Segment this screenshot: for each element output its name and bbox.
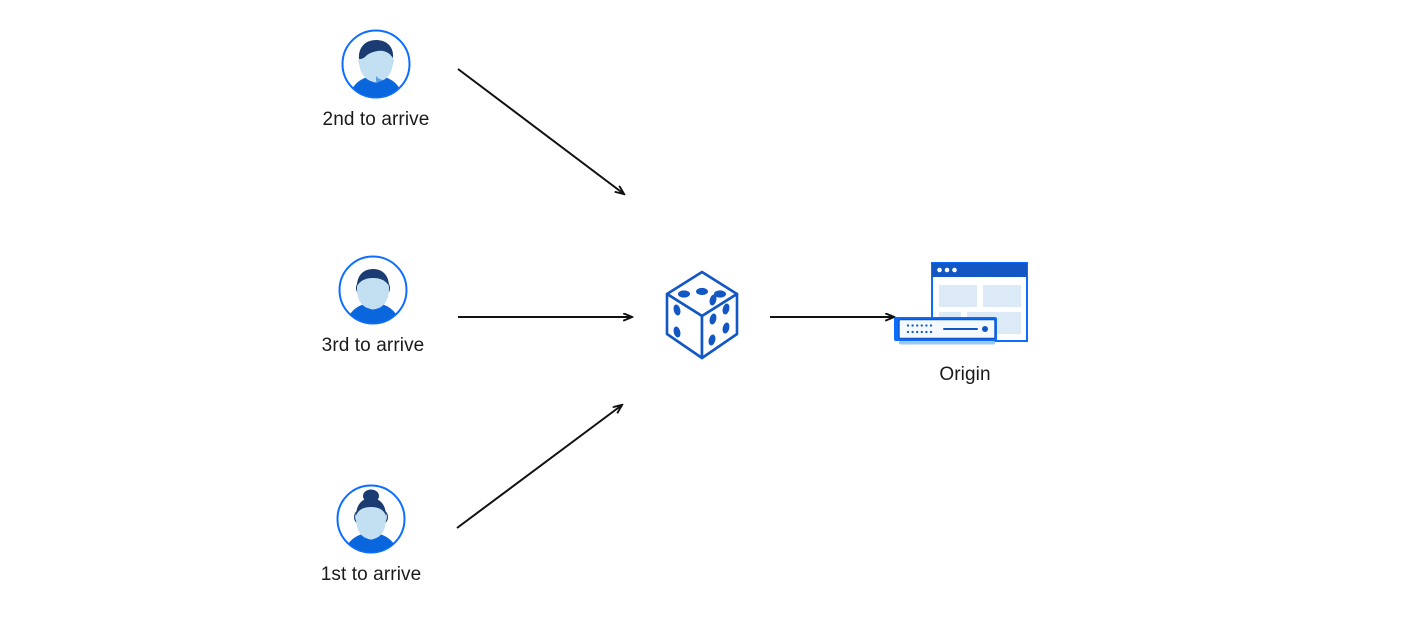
origin-node[interactable]: Origin [875, 255, 1055, 387]
user-avatar-icon [338, 255, 408, 325]
dice-cube-icon [665, 270, 739, 360]
client-label-2nd: 2nd to arrive [322, 109, 430, 130]
server-device-icon [894, 317, 997, 345]
client-node-2nd[interactable]: 2nd to arrive [296, 28, 456, 132]
origin-label: Origin [939, 364, 991, 385]
origin-server-icon [894, 262, 1028, 345]
client-label-3rd: 3rd to arrive [321, 335, 425, 356]
edge-2nd-to-dice [457, 68, 624, 194]
client-node-3rd[interactable]: 3rd to arrive [293, 254, 453, 358]
client-node-1st[interactable]: 1st to arrive [291, 483, 451, 587]
user-avatar-icon [336, 484, 406, 554]
edge-1st-to-dice [456, 405, 622, 529]
client-label-1st: 1st to arrive [320, 564, 422, 585]
randomizer-node[interactable] [648, 264, 758, 374]
user-avatar-icon [341, 29, 411, 99]
